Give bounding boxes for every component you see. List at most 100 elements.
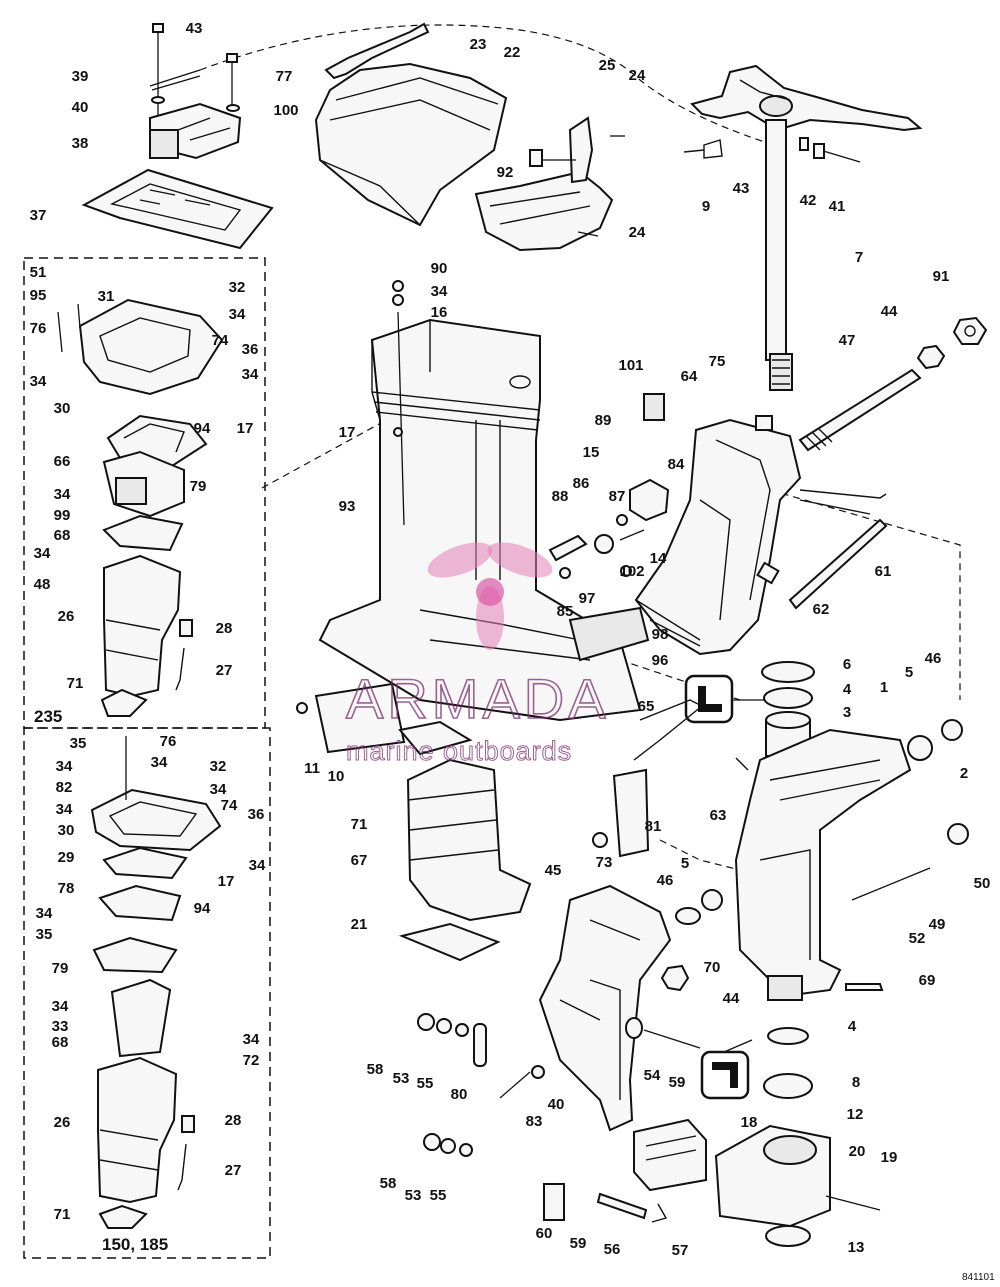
part-label: 21 (351, 916, 368, 933)
part-adapter-26-upper (103, 554, 182, 698)
part-label: 13 (848, 1239, 865, 1256)
part-label: 42 (800, 192, 817, 209)
part-label: 89 (595, 412, 612, 429)
part-swivel-bracket-45 (538, 884, 672, 1132)
part-label: 47 (839, 332, 856, 349)
part-gasket-plate (81, 168, 274, 250)
part-label: 34 (56, 801, 73, 818)
part-label: 72 (243, 1052, 260, 1069)
part-label: 77 (276, 68, 293, 85)
part-label: 17 (218, 873, 235, 890)
part-sleeve-67 (406, 758, 532, 922)
part-label: 60 (536, 1225, 553, 1242)
part-label: 49 (929, 916, 946, 933)
part-label: 34 (210, 781, 227, 798)
part-label: 29 (58, 849, 75, 866)
part-label: 26 (54, 1114, 71, 1131)
part-label: 38 (72, 135, 89, 152)
part-label: 70 (704, 959, 721, 976)
part-label: 53 (405, 1187, 422, 1204)
part-stern-bracket-1 (734, 728, 912, 1001)
part-label: 67 (351, 852, 368, 869)
guide-line-top (261, 417, 391, 489)
part-label: 68 (52, 1034, 69, 1051)
part-label: 81 (645, 818, 662, 835)
part-label: 4 (848, 1018, 857, 1035)
part-label: 41 (829, 198, 846, 215)
part-label: 74 (212, 332, 229, 349)
part-label: 45 (545, 862, 562, 879)
part-label: 26 (58, 608, 75, 625)
part-label: 34 (243, 1031, 260, 1048)
part-label: 80 (451, 1086, 468, 1103)
part-label: 56 (604, 1241, 621, 1258)
part-label: 55 (417, 1075, 434, 1092)
part-label: 43 (733, 180, 750, 197)
part-label: 73 (596, 854, 613, 871)
part-label: 36 (248, 806, 265, 823)
part-block-18 (633, 1118, 707, 1192)
part-label: 94 (194, 420, 211, 437)
part-label: 76 (30, 320, 47, 337)
part-label: 71 (54, 1206, 71, 1223)
part-label: 34 (151, 754, 168, 771)
part-label: 44 (723, 990, 740, 1007)
part-bracket-25 (474, 116, 614, 252)
part-label: 34 (52, 998, 69, 1015)
part-label: 5 (681, 855, 689, 872)
part-label: 76 (160, 733, 177, 750)
part-label: 35 (70, 735, 87, 752)
part-label: 58 (380, 1175, 397, 1192)
part-label: 92 (497, 164, 514, 181)
part-exhaust-housing (318, 318, 642, 722)
part-label: 82 (56, 779, 73, 796)
part-label: 8 (852, 1074, 860, 1091)
part-label: 37 (30, 207, 47, 224)
part-label: 59 (570, 1235, 587, 1252)
part-label: 91 (933, 268, 950, 285)
part-label: 99 (54, 507, 71, 524)
part-label: 22 (504, 44, 521, 61)
part-block-68-lower (110, 978, 172, 1058)
part-label: 2 (960, 765, 968, 782)
part-label: 34 (54, 486, 71, 503)
part-label: 25 (599, 57, 616, 74)
part-label: 59 (669, 1074, 686, 1091)
part-label: 28 (225, 1112, 242, 1129)
part-label: 32 (229, 279, 246, 296)
drawing-code: 841101 (962, 1272, 995, 1283)
part-label: 66 (54, 453, 71, 470)
part-label: 63 (710, 807, 727, 824)
part-label: 64 (681, 368, 698, 385)
part-adapter-30-upper (78, 298, 224, 396)
part-swivel-12 (714, 1124, 831, 1228)
part-label: 23 (470, 36, 487, 53)
part-label: 69 (919, 972, 936, 989)
group-label-upper: 235 (34, 707, 62, 726)
part-label: 34 (36, 905, 53, 922)
part-label: 11 (304, 760, 320, 777)
part-label: 94 (194, 900, 211, 917)
part-label: 85 (557, 603, 574, 620)
part-label: 62 (813, 601, 830, 618)
part-steering-arm (690, 64, 923, 132)
part-label: 7 (855, 249, 863, 266)
watermark-brand: ARMADA (346, 667, 610, 730)
part-label: 12 (847, 1106, 864, 1123)
lubrication-symbol-upper (684, 674, 734, 724)
part-label: 14 (650, 550, 667, 567)
part-label: 96 (652, 652, 669, 669)
part-label: 15 (583, 444, 600, 461)
part-label: 51 (30, 264, 47, 281)
part-label: 46 (925, 650, 942, 667)
part-label: 93 (339, 498, 356, 515)
part-swivel-bracket-64 (634, 418, 802, 656)
part-label: 17 (237, 420, 254, 437)
part-label: 88 (552, 488, 569, 505)
part-label: 71 (351, 816, 368, 833)
part-label: 53 (393, 1070, 410, 1087)
propeller-icon (427, 542, 553, 650)
part-block-68-upper (102, 450, 185, 518)
